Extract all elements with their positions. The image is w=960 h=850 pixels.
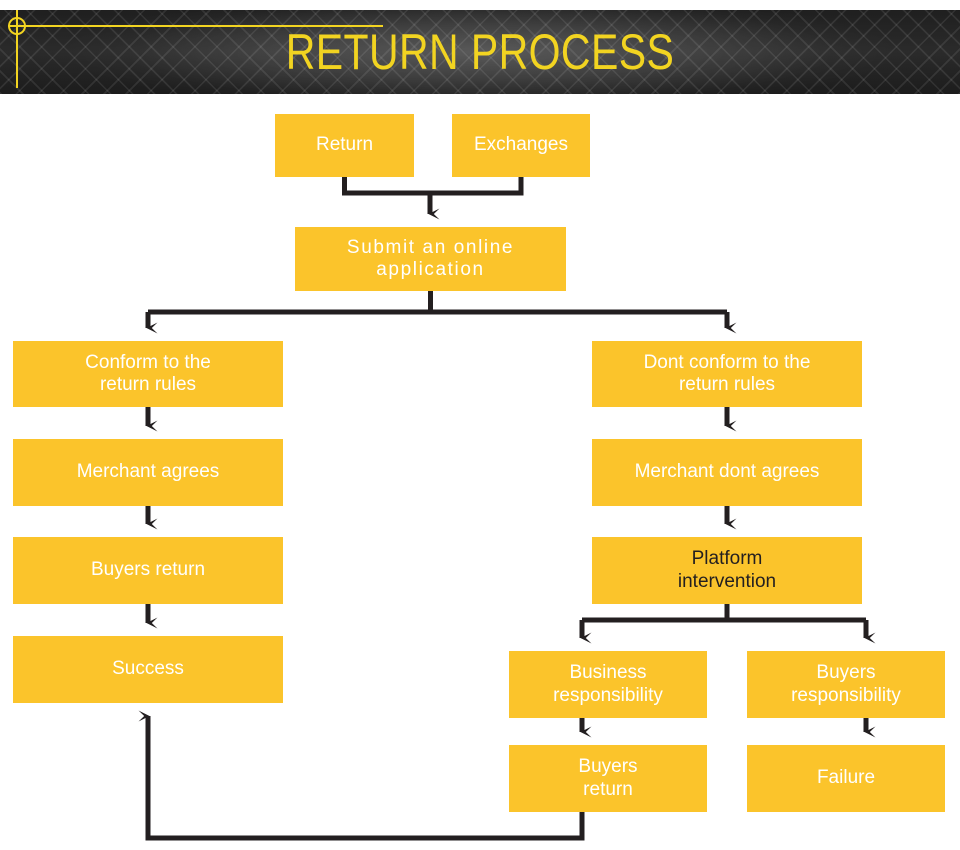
decorative-vertical-rule — [16, 10, 18, 88]
node-conform-line1: Conform to the — [85, 351, 211, 373]
node-merchant-dont-agrees[interactable]: Merchant dont agrees — [592, 439, 862, 506]
node-failure[interactable]: Failure — [747, 745, 945, 812]
node-dont-conform-line2: return rules — [678, 374, 776, 395]
node-exchanges[interactable]: Exchanges — [452, 114, 590, 177]
node-dont-conform-line1: Dont conform to the — [643, 351, 811, 373]
node-buyers-return-right[interactable]: Buyers return — [509, 745, 707, 812]
node-dont-conform-label: Dont conform to the return rules — [644, 352, 811, 397]
edge-feedback-buyers-return-to-success — [138, 710, 585, 841]
node-buyers-return-right-line1: Buyers — [578, 756, 638, 778]
node-return-label: Return — [315, 134, 374, 156]
node-platform-label: Platform intervention — [678, 548, 776, 593]
node-business-responsibility-line2: responsibility — [553, 684, 663, 706]
node-conform-label: Conform to the return rules — [85, 352, 211, 397]
node-submit-label: Submit an online application — [347, 237, 514, 282]
node-buyers-responsibility[interactable]: Buyers responsibility — [747, 651, 945, 718]
node-conform-line2: return rules — [99, 374, 197, 395]
node-success[interactable]: Success — [13, 636, 283, 703]
node-merchant-dont-agrees-label: Merchant dont agrees — [634, 461, 820, 483]
node-platform-line2: intervention — [677, 570, 777, 592]
node-business-responsibility-line1: Business — [569, 662, 647, 684]
node-submit-line2: application — [376, 259, 485, 280]
edge-return-exchanges-merge — [342, 177, 524, 196]
node-dont-conform-to-return-rules[interactable]: Dont conform to the return rules — [592, 341, 862, 407]
node-buyers-return-right-line2: return — [583, 778, 633, 800]
node-buyers-return-right-label: Buyers return — [578, 756, 637, 801]
node-exchanges-label: Exchanges — [473, 134, 568, 156]
header-mesh-pattern — [0, 10, 960, 94]
page-title: RETURN PROCESS — [285, 24, 675, 80]
node-platform-line1: Platform — [691, 548, 763, 570]
node-merchant-agrees-label: Merchant agrees — [76, 461, 220, 483]
node-platform-intervention[interactable]: Platform intervention — [592, 537, 862, 604]
node-buyers-responsibility-label: Buyers responsibility — [791, 662, 901, 707]
node-success-label: Success — [112, 658, 184, 680]
node-buyers-responsibility-line2: responsibility — [791, 684, 901, 706]
node-buyers-return-left-label: Buyers return — [90, 559, 206, 581]
node-buyers-return-left[interactable]: Buyers return — [13, 537, 283, 604]
node-submit-line1: Submit an online — [346, 236, 515, 258]
decorative-circle-icon — [8, 17, 26, 35]
node-return[interactable]: Return — [275, 114, 414, 177]
node-merchant-agrees[interactable]: Merchant agrees — [13, 439, 283, 506]
decorative-horizontal-rule — [8, 25, 383, 27]
node-business-responsibility-label: Business responsibility — [553, 662, 663, 707]
node-business-responsibility[interactable]: Business responsibility — [509, 651, 707, 718]
node-failure-label: Failure — [816, 767, 876, 789]
node-conform-to-return-rules[interactable]: Conform to the return rules — [13, 341, 283, 407]
node-buyers-responsibility-line1: Buyers — [816, 662, 876, 684]
node-submit-online-application[interactable]: Submit an online application — [295, 227, 566, 291]
